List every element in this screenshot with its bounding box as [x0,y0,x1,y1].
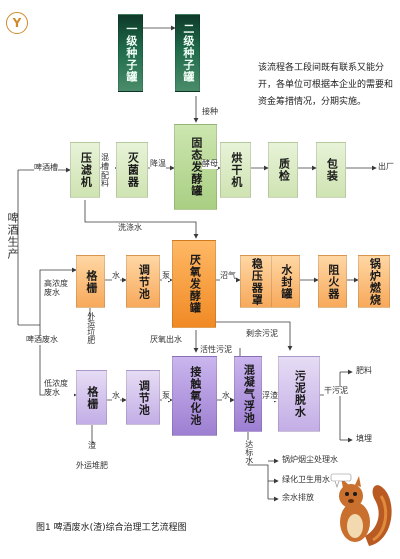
label-fertilizer: 肥料 [356,366,372,376]
label-low-conc: 低浓度废水 [44,379,74,398]
solid-ferment-label: 固态发酵罐 [189,137,203,197]
contact-oxidation-box: 接触氧化池 [172,356,217,436]
label-reuse-green: 绿化卫生用水 [282,475,330,485]
squirrel-mascot-icon [330,473,392,546]
water-seal-label: 水封罐 [279,263,293,300]
side-label: 啤酒生产 [6,212,19,260]
seed-tank-2-label: 二级种子罐 [181,23,195,83]
sterilizer-box: 灭菌器 [116,142,148,198]
label-active-sludge: 活性污泥 [200,345,232,355]
coag-flotation-box: 混凝气浮池 [234,356,262,432]
seed-tank-1: 一级种子罐 [118,14,143,92]
process-note: 该流程各工段间既有联系又能分开，各单位可根据本企业的需要和资金筹措情况，分期实施… [258,63,394,107]
packing-label: 包装 [325,158,339,182]
flame-arrester-label: 阻火器 [326,263,340,300]
adjust-low-box: 调节池 [126,370,160,425]
label-water-3: 水 [222,391,230,401]
label-discharge: 余水排放 [282,493,314,503]
flame-arrester-box: 阻火器 [318,255,347,308]
label-anaerobic-effluent: 厌氧出水 [150,335,182,345]
label-beer-wastewater: 啤酒废水 [26,335,58,345]
label-residue-low: 外运堆肥 [76,461,108,471]
press-filter-label: 压滤机 [79,152,93,188]
label-inoculate: 接种 [202,107,218,117]
label-biogas: 沼气 [220,271,236,281]
adjust-high-label: 调节池 [137,263,151,300]
label-residue: 渣 [88,441,96,451]
anaerobic-box: 厌氧发酵罐 [172,240,216,328]
adjust-high-box: 调节池 [126,255,160,308]
label-high-conc: 高浓度废水 [44,279,74,298]
seed-tank-1-label: 一级种子罐 [124,23,138,83]
sludge-dewater-box: 污泥脱水 [278,356,320,432]
qc-label: 质检 [277,158,291,182]
grid-high-box: 格栅 [76,255,105,308]
label-residue-high: 外运垃肥 [86,312,96,344]
figure-caption: 图1 啤酒废水(渣)综合治理工艺流程图 [36,523,187,533]
coag-flotation-label: 混凝气浮池 [242,364,256,424]
sterilizer-label: 灭菌器 [126,152,140,188]
logo-mark: Y [6,12,28,34]
stabilizer-label: 稳压器罩 [250,257,264,306]
label-water-2: 水 [112,391,120,401]
label-reuse-boiler: 锅炉烟尘处理水 [282,455,338,465]
label-ferment-material: 酵母 [202,159,218,169]
label-pump-2: 泵 [162,391,170,401]
label-wash-water: 洗涤水 [118,223,142,233]
boiler-box: 锅炉燃烧 [358,255,390,308]
press-filter-box: 压滤机 [70,142,100,198]
label-cool: 降温 [150,159,166,169]
label-mix-trough: 混槽配料 [101,153,115,190]
label-compliant-water: 达标水 [244,440,254,464]
label-residual-sludge: 剩余污泥 [246,329,278,339]
label-floating: 浮渣 [262,391,278,401]
grid-high-label: 格栅 [84,269,98,294]
stabilizer-box: 稳压器罩 [240,255,272,308]
dryer-box: 烘干机 [220,142,251,198]
logo-text: Y [12,16,22,30]
qc-box: 质检 [268,142,298,198]
label-dry-sludge: 干污泥 [324,386,348,396]
grid-low-box: 格栅 [76,370,107,425]
seed-tank-2: 二级种子罐 [175,14,200,92]
label-pump-1: 泵 [162,271,170,281]
boiler-label: 锅炉燃烧 [368,257,382,306]
dryer-label: 烘干机 [229,152,243,188]
water-seal-box: 水封罐 [271,255,300,308]
label-water-1: 水 [112,271,120,281]
contact-oxidation-label: 接触氧化池 [188,366,202,426]
grid-low-label: 格栅 [85,385,99,410]
sludge-dewater-label: 污泥脱水 [293,370,307,418]
label-landfill: 填埋 [356,434,372,444]
adjust-low-label: 调节池 [137,379,151,416]
packing-box: 包装 [316,142,346,198]
anaerobic-label: 厌氧发酵罐 [188,254,202,314]
label-beer-lees: 啤酒槽 [34,163,58,173]
label-out: 出厂 [378,162,394,172]
